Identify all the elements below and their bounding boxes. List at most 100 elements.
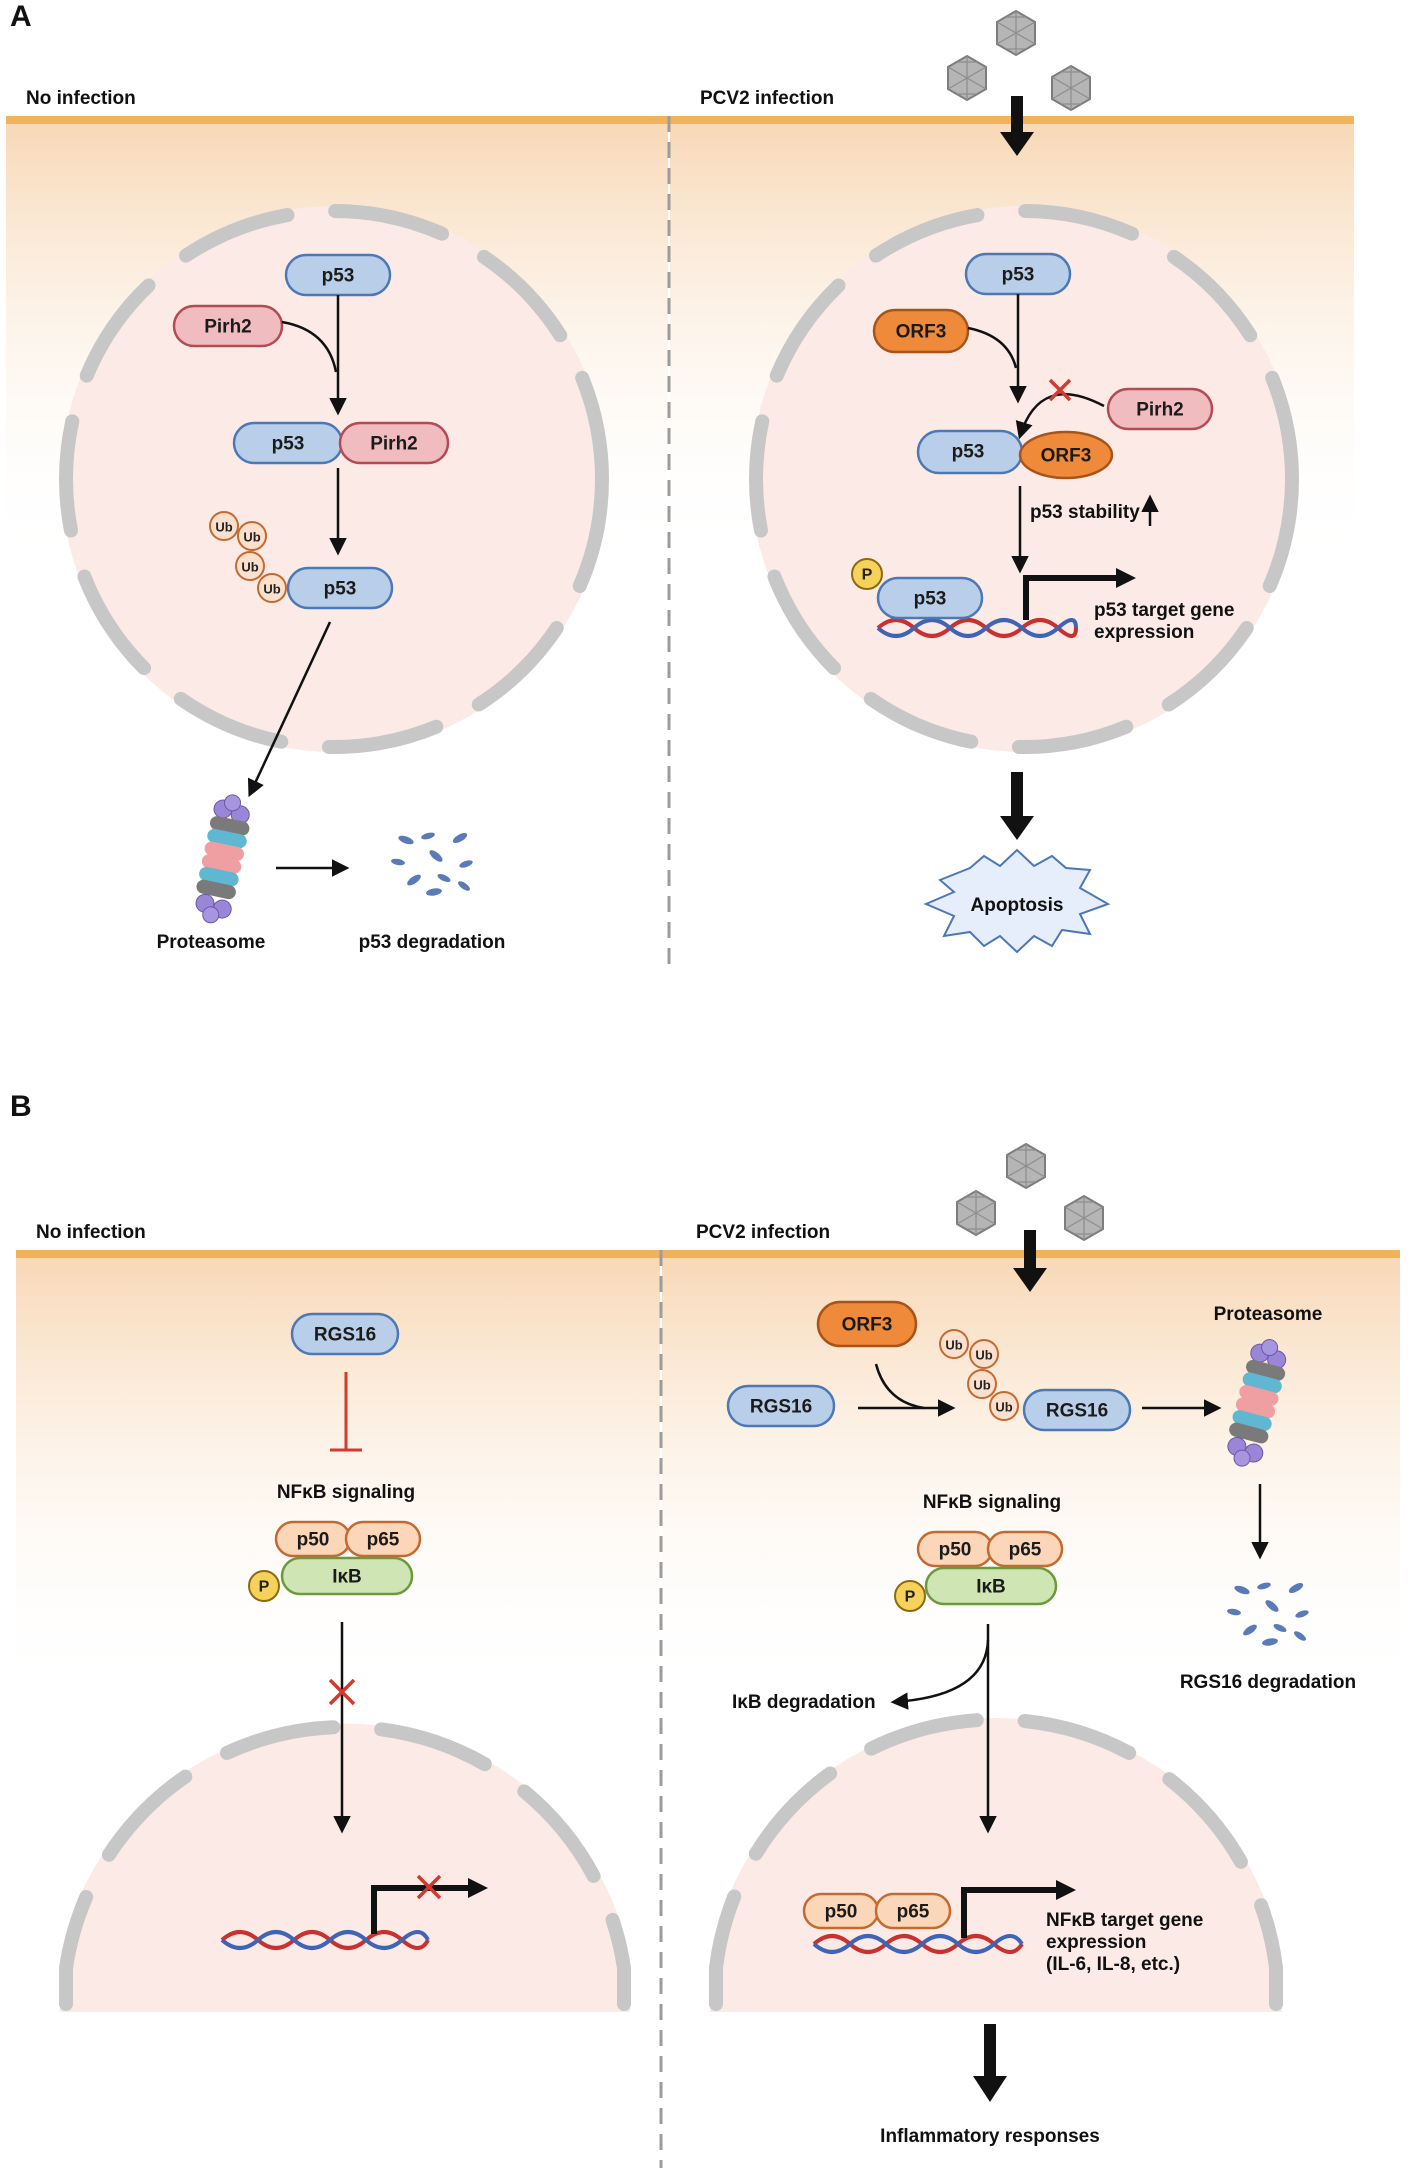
virus-icon [1064, 1195, 1104, 1241]
pill-orf3: ORF3 [872, 308, 970, 354]
svg-text:p65: p65 [367, 1530, 400, 1551]
label-inflammatory-responses: Inflammatory responses [880, 2126, 1100, 2147]
svg-text:p50: p50 [825, 1902, 858, 1923]
proteasome-icon [189, 790, 257, 928]
label-nfkb-signaling-b: NFκB signaling [923, 1492, 1061, 1513]
svg-text:p50: p50 [939, 1540, 972, 1561]
panel-b-left-title: No infection [36, 1222, 146, 1243]
arrow-orf3-join-b [874, 1363, 925, 1410]
panel-b-right-nucleus [710, 1718, 1282, 2012]
dna-helix [876, 618, 1078, 638]
svg-text:Ub: Ub [973, 1378, 990, 1393]
label-proteasome-b: Proteasome [1214, 1304, 1323, 1325]
virus-icon [947, 55, 987, 101]
panel-b-left-envelope [59, 1720, 631, 2011]
svg-text:IκB: IκB [332, 1567, 362, 1588]
pill-orf3-b: ORF3 [816, 1300, 918, 1348]
svg-text:p65: p65 [897, 1902, 930, 1923]
block-x-icon [328, 1678, 356, 1706]
svg-text:p53: p53 [272, 434, 305, 455]
svg-text:ORF3: ORF3 [1041, 446, 1092, 467]
panel-b-letter: B [10, 1090, 32, 1123]
panel-a-letter: A [10, 0, 32, 33]
virus-icon [996, 10, 1036, 56]
transcription-arrow [1023, 575, 1120, 620]
svg-text:Pirh2: Pirh2 [370, 434, 418, 455]
label-proteasome: Proteasome [157, 932, 266, 953]
dna-helix [812, 1934, 1024, 1954]
arrow-to-apoptosis-head [1000, 816, 1034, 840]
pill-p53-top: p53 [284, 253, 392, 297]
label-nfkb-target-3: (IL-6, IL-8, etc.) [1046, 1954, 1180, 1975]
transcription-arrowhead-b [1056, 1880, 1076, 1900]
nfkb-complex: p50 p65 IκB P [248, 1520, 422, 1602]
infection-arrowhead [1000, 132, 1034, 156]
transcription-arrowhead [1116, 568, 1136, 588]
panel-a-right-envelope [749, 204, 1299, 754]
svg-text:Ub: Ub [241, 560, 258, 575]
panel-b-right-cytoplasm [662, 1256, 1400, 1696]
ubiquitin-chain: Ub Ub Ub Ub [209, 511, 287, 603]
arrow-to-proteasome [247, 621, 332, 798]
arrow-orf3-join [967, 326, 1018, 369]
arrow-to-inflammation-head [973, 2076, 1007, 2102]
svg-text:p53: p53 [952, 442, 985, 463]
complex-p53-orf3: p53 ORF3 [916, 429, 1114, 480]
pill-rgs16-b: RGS16 [726, 1384, 836, 1428]
svg-text:Pirh2: Pirh2 [1136, 400, 1184, 421]
apoptosis-burst-icon [923, 848, 1111, 954]
label-p53-target-2: expression [1094, 622, 1194, 643]
transcription-arrow-blocked [371, 1885, 470, 1934]
label-p53-degradation: p53 degradation [359, 932, 506, 953]
svg-text:P: P [905, 1589, 916, 1606]
svg-text:RGS16: RGS16 [1046, 1401, 1108, 1422]
label-apoptosis: Apoptosis [971, 895, 1064, 916]
panel-b-left-nucleus [60, 1723, 630, 2012]
panel-a-left-envelope [59, 204, 609, 754]
arrow-ikb-degradation [890, 1639, 990, 1710]
svg-text:RGS16: RGS16 [314, 1325, 376, 1346]
label-rgs16-degradation: RGS16 degradation [1180, 1672, 1356, 1693]
block-x-icon [416, 1874, 442, 1900]
label-nfkb-target-2: expression [1046, 1932, 1146, 1953]
label-nfkb-signaling: NFκB signaling [277, 1482, 415, 1503]
dna-helix [220, 1930, 430, 1950]
pill-rgs16-ubiquitinated: RGS16 [1022, 1388, 1132, 1432]
p53-fragments-icon [390, 830, 474, 897]
arrow-pirh2-join [281, 320, 338, 373]
pill-p53-ubiquitinated: p53 [286, 566, 394, 610]
label-p53-stability: p53 stability [1030, 502, 1140, 523]
phospho-badge: P [851, 558, 883, 590]
svg-text:p50: p50 [297, 1530, 330, 1551]
panel-a-membrane [6, 116, 1354, 124]
svg-text:ORF3: ORF3 [896, 322, 947, 343]
pill-p53-top-infected: p53 [964, 252, 1072, 296]
pill-p53-dna: p53 [876, 576, 984, 620]
label-p53-target-1: p53 target gene [1094, 600, 1234, 621]
infection-arrowhead [1013, 1268, 1047, 1292]
svg-text:P: P [259, 1579, 270, 1596]
panel-a-right-title: PCV2 infection [700, 88, 834, 109]
svg-text:p65: p65 [1009, 1540, 1042, 1561]
transcription-arrow-b [961, 1887, 1058, 1938]
transcription-arrowhead-blocked [468, 1878, 488, 1898]
svg-text:Ub: Ub [945, 1338, 962, 1353]
pill-pirh2-infected: Pirh2 [1106, 387, 1214, 431]
svg-text:Ub: Ub [263, 582, 280, 597]
panel-b-membrane [16, 1250, 1400, 1258]
arrow-pirh2-blocked [1015, 392, 1105, 440]
svg-text:Ub: Ub [975, 1348, 992, 1363]
svg-text:Ub: Ub [995, 1400, 1012, 1415]
complex-p53-pirh2: p53 Pirh2 [232, 421, 450, 465]
svg-text:ORF3: ORF3 [842, 1315, 893, 1336]
svg-text:p53: p53 [1002, 265, 1035, 286]
ubiquitin-chain-b: Ub Ub Ub Ub [939, 1329, 1019, 1421]
label-ikb-degradation: IκB degradation [732, 1692, 876, 1713]
svg-text:Ub: Ub [243, 530, 260, 545]
svg-text:P: P [862, 567, 873, 584]
svg-text:p53: p53 [914, 589, 947, 610]
svg-text:IκB: IκB [976, 1577, 1006, 1598]
svg-text:p53: p53 [324, 579, 357, 600]
svg-text:p53: p53 [322, 266, 355, 287]
